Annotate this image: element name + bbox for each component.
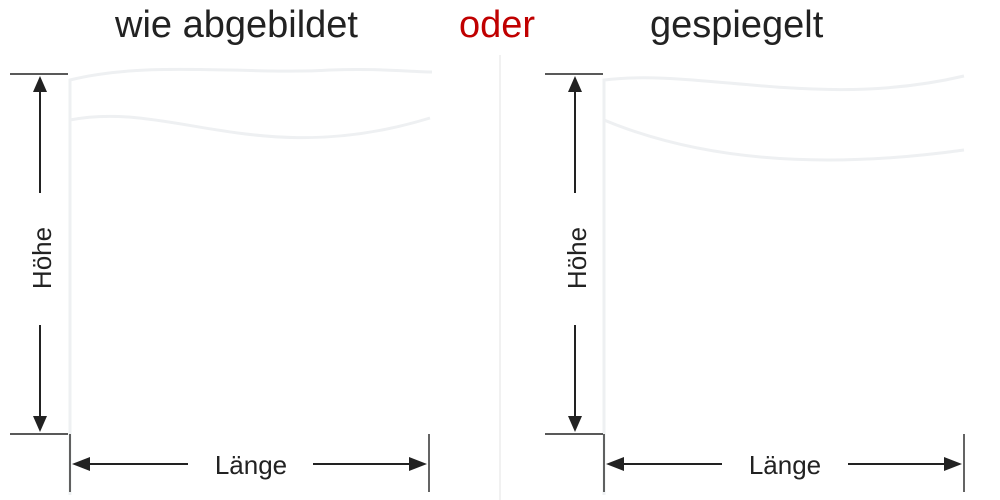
length-label-right: Länge [749,450,821,480]
shape-outline-left [68,67,433,495]
length-label-left: Länge [215,450,287,480]
title-or: oder [459,4,536,46]
panel-as-shown: Höhe Länge [10,67,433,495]
length-arrow-left-right [606,457,624,471]
height-label-right: Höhe [562,227,592,289]
length-arrow-right-right [944,457,962,471]
height-arrow-up-left [33,76,47,92]
length-arrow-right-left [409,457,427,471]
height-arrow-up-right [568,76,582,92]
height-arrow-down-left [33,416,47,432]
length-arrow-left-left [72,457,90,471]
panel-mirrored: Höhe Länge [545,73,965,495]
shape-outline-right [602,74,965,495]
height-label-left: Höhe [27,227,57,289]
title-mirrored: gespiegelt [650,4,824,46]
height-arrow-down-right [568,416,582,432]
title-as-shown: wie abgebildet [115,4,358,46]
